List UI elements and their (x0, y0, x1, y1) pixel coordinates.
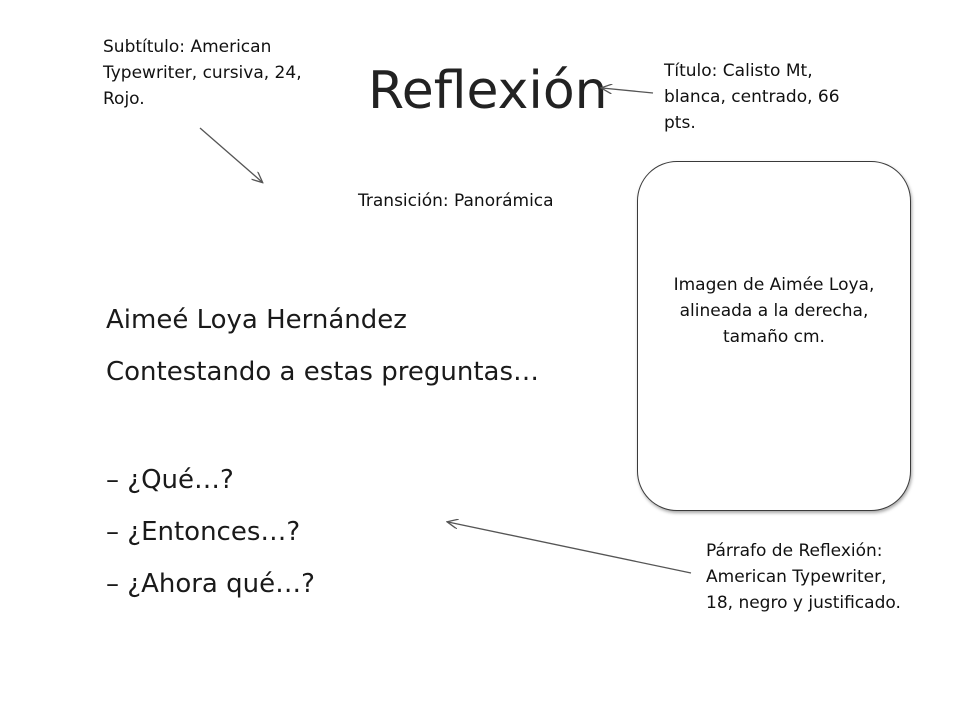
title-annotation: Título: Calisto Mt, blanca, centrado, 66… (664, 61, 840, 133)
paragraph-annotation: Párrafo de Reflexión: American Typewrite… (706, 541, 901, 613)
question-item: – ¿Entonces…? (106, 517, 301, 547)
spacer (106, 398, 539, 454)
transition-annotation: Transición: Panorámica (358, 191, 554, 211)
intro-line: Contestando a estas preguntas… (106, 357, 539, 387)
subtitle-arrow (199, 127, 262, 182)
author-name: Aimeé Loya Hernández (106, 305, 407, 335)
slide-title: Reflexión (368, 61, 608, 121)
question-item: – ¿Ahora qué…? (106, 569, 315, 599)
reflection-body: Aimeé Loya Hernández Contestando a estas… (106, 294, 539, 610)
image-placeholder-caption: Imagen de Aimée Loya, alineada a la dere… (673, 275, 875, 347)
title-arrow (602, 88, 654, 93)
image-placeholder-box[interactable]: Imagen de Aimée Loya, alineada a la dere… (637, 161, 911, 511)
subtitle-annotation: Subtítulo: American Typewriter, cursiva,… (103, 37, 302, 109)
question-item: – ¿Qué…? (106, 465, 234, 495)
